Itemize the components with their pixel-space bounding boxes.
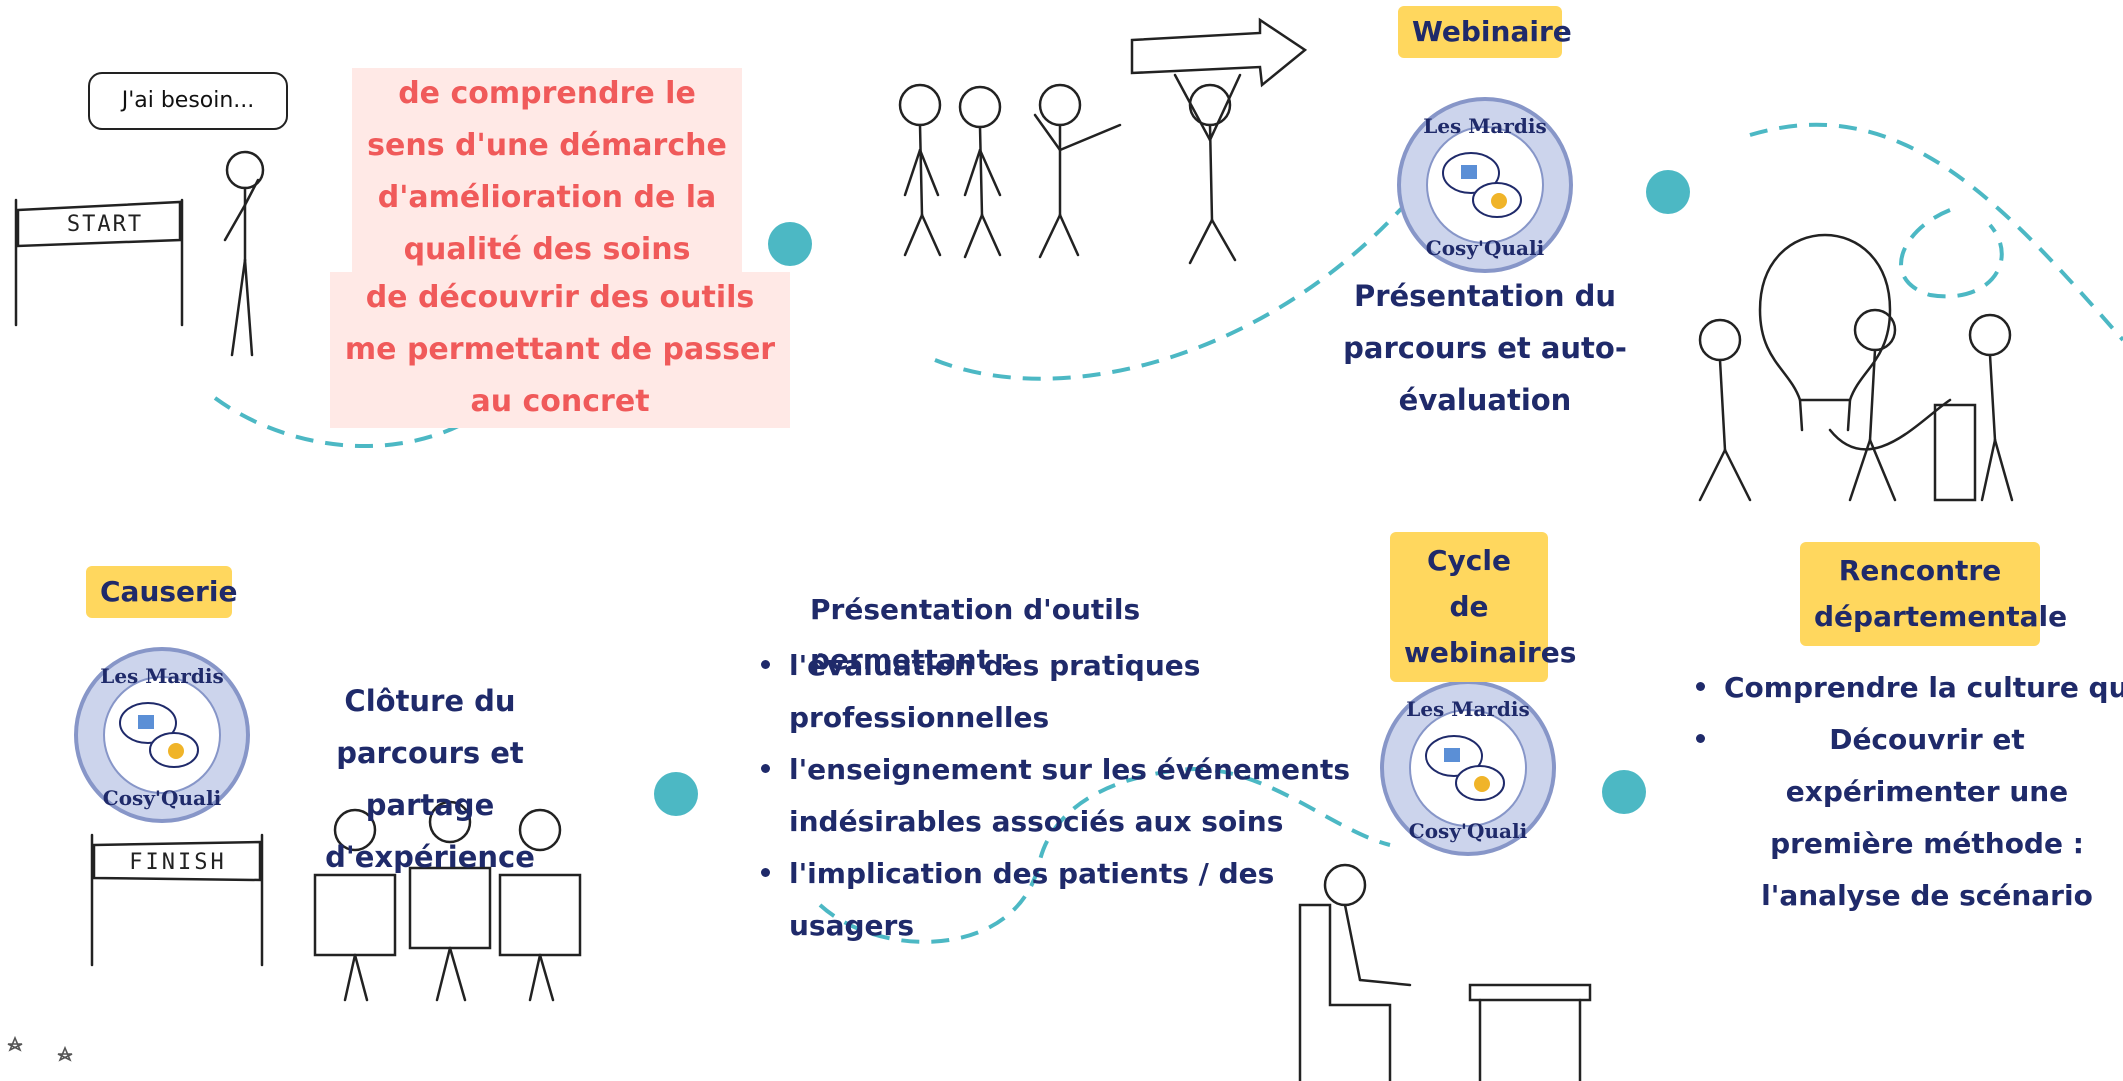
- start-banner-label: START: [66, 212, 144, 237]
- logo-cycle: Les Mardis Cosy'Quali: [1378, 678, 1558, 858]
- tag-cycle: Cycle de webinaires: [1390, 532, 1576, 682]
- tag-webinaire: Webinaire: [1398, 6, 1572, 58]
- cycle-intro: Présentation d'outils permettant :: [810, 593, 1141, 676]
- les-mardis-cosy-quali-logo: Les Mardis Cosy'Quali: [1397, 97, 1573, 273]
- rencontre-bullet: Découvrir et expérimenter une première m…: [1690, 714, 2123, 922]
- causerie-description: Clôture du parcours et partage d'expérie…: [325, 684, 535, 874]
- rencontre-bullet: Comprendre la culture qualité: [1690, 662, 2123, 714]
- timeline-dot-4: [654, 772, 698, 816]
- timeline-dot-3: [1602, 770, 1646, 814]
- cycle-bullets: l'évaluation des pratiques professionnel…: [755, 640, 1375, 952]
- logo-text-bottom: Cosy'Quali: [1426, 236, 1545, 260]
- logo-text-bottom: Cosy'Quali: [103, 786, 222, 810]
- logo-text-top: Les Mardis: [1423, 114, 1547, 138]
- need-tools: de découvrir des outils me permettant de…: [330, 272, 790, 428]
- timeline-dot-1: [768, 222, 812, 266]
- speech-bubble: J'ai besoin...: [88, 72, 288, 130]
- logo-text-top: Les Mardis: [1406, 697, 1530, 721]
- logo-webinaire: Les Mardis Cosy'Quali: [1395, 95, 1575, 275]
- logo-text-bottom: Cosy'Quali: [1409, 819, 1528, 843]
- timeline-dot-2: [1646, 170, 1690, 214]
- finish-banner-label: FINISH: [129, 850, 227, 875]
- les-mardis-cosy-quali-logo: Les Mardis Cosy'Quali: [74, 647, 250, 823]
- cycle-bullet: l'enseignement sur les événements indési…: [755, 744, 1375, 848]
- cycle-bullet: l'évaluation des pratiques professionnel…: [755, 640, 1375, 744]
- logo-causerie: Les Mardis Cosy'Quali: [72, 645, 252, 825]
- logo-text-top: Les Mardis: [100, 664, 224, 688]
- need-understand: de comprendre le sens d'une démarche d'a…: [352, 68, 742, 276]
- cycle-bullet: l'implication des patients / des usagers: [755, 848, 1375, 952]
- webinaire-description: Présentation du parcours et auto-évaluat…: [1343, 279, 1627, 417]
- tag-causerie: Causerie: [86, 566, 237, 618]
- rencontre-bullets: Comprendre la culture qualité Découvrir …: [1690, 662, 2123, 922]
- tag-rencontre: Rencontre départementale: [1800, 542, 2067, 646]
- les-mardis-cosy-quali-logo: Les Mardis Cosy'Quali: [1380, 680, 1556, 856]
